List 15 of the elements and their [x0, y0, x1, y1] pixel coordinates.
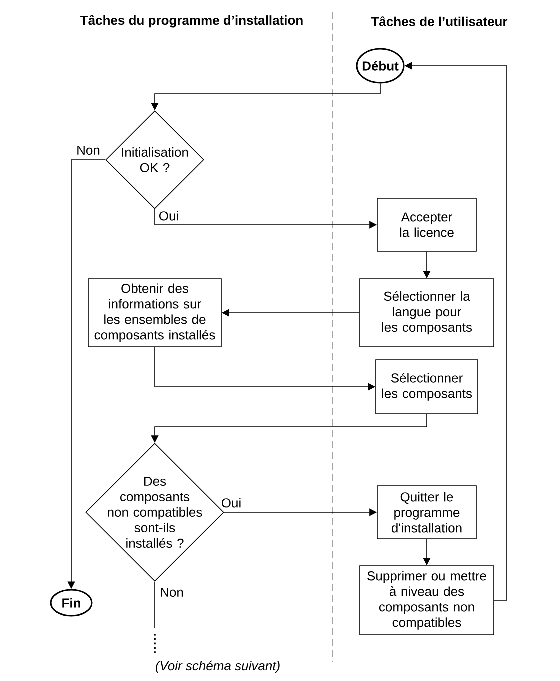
- terminal-oval: Début: [356, 48, 405, 84]
- terminal-oval: Fin: [50, 589, 93, 617]
- edge-label: Oui: [158, 210, 180, 222]
- continuation-note: (Voir schéma suivant): [156, 660, 280, 674]
- edge-label: Non: [76, 145, 101, 156]
- process-box: Obtenir des informations sur les ensembles de composants installés: [88, 278, 222, 348]
- column-heading: Tâches du programme d’installation: [80, 15, 303, 28]
- column-heading: Tâches de l’utilisateur: [371, 16, 508, 26]
- edge-label: Non: [160, 587, 184, 598]
- process-box: Supprimer ou mettre à niveau des composants non compatibles: [360, 566, 494, 636]
- connector-line: [154, 582, 156, 628]
- process-box: Quitter le programme d'installation: [377, 486, 477, 540]
- process-box: Accepter la licence: [377, 198, 477, 252]
- process-box: Sélectionner la langue pour les composants: [360, 278, 494, 348]
- process-box: Sélectionner les composants: [376, 360, 478, 414]
